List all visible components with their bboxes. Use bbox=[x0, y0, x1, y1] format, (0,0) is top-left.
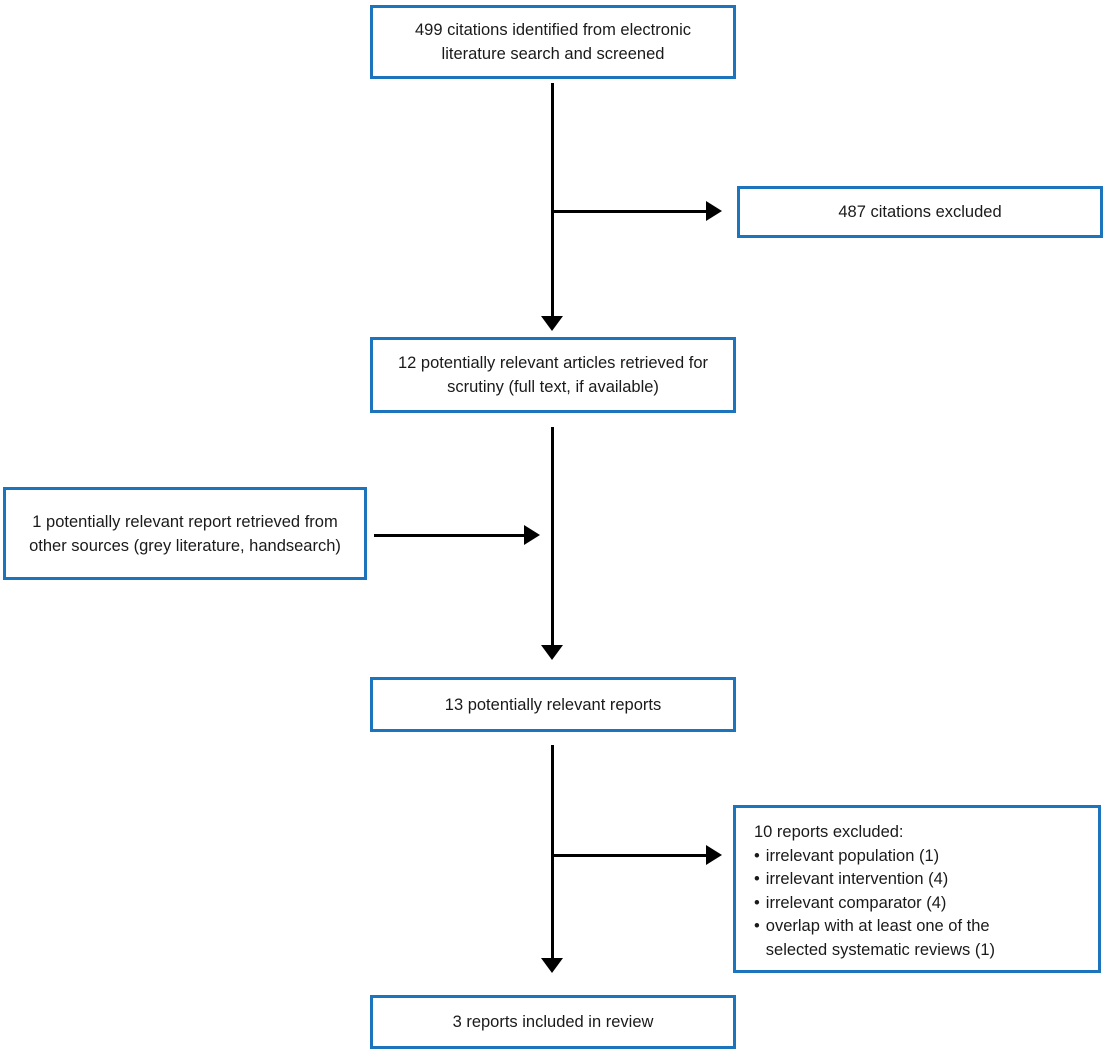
excluded-reason-text: irrelevant intervention (4) bbox=[765, 870, 949, 888]
excluded-reason-text: overlap with at least one of the selecte… bbox=[765, 917, 996, 959]
box-citations-excluded: 487 citations excluded bbox=[737, 186, 1103, 238]
arrow-line-retrieved-to-relevant bbox=[551, 427, 554, 645]
excluded-reason-item: • irrelevant comparator (4) bbox=[754, 892, 1080, 916]
reports-excluded-heading: 10 reports excluded: bbox=[754, 823, 904, 841]
box-reports-included-label: 3 reports included in review bbox=[452, 1013, 654, 1031]
box-articles-retrieved-label: 12 potentially relevant articles retriev… bbox=[398, 354, 708, 396]
box-potentially-relevant-reports-label: 13 potentially relevant reports bbox=[444, 695, 662, 714]
arrow-line-screened-to-retrieved bbox=[551, 83, 554, 316]
box-other-sources-label: 1 potentially relevant report retrieved … bbox=[29, 512, 341, 555]
bullet-icon: • bbox=[754, 846, 760, 865]
arrowhead-right-icon bbox=[706, 845, 722, 865]
box-reports-included: 3 reports included in review bbox=[370, 995, 736, 1049]
box-citations-screened: 499 citations identified from electronic… bbox=[370, 5, 736, 79]
arrow-line-relevant-to-included bbox=[551, 745, 554, 958]
box-citations-screened-label: 499 citations identified from electronic… bbox=[414, 21, 692, 63]
arrowhead-down-icon bbox=[541, 645, 563, 660]
box-potentially-relevant-reports: 13 potentially relevant reports bbox=[370, 677, 736, 732]
excluded-reason-item: • overlap with at least one of the selec… bbox=[754, 915, 1080, 962]
arrow-line-other-sources-to-flow bbox=[374, 534, 524, 537]
bullet-icon: • bbox=[754, 917, 760, 935]
excluded-reason-text: irrelevant comparator (4) bbox=[765, 893, 947, 912]
box-articles-retrieved: 12 potentially relevant articles retriev… bbox=[370, 337, 736, 413]
excluded-reason-item: • irrelevant population (1) bbox=[754, 845, 1080, 869]
box-other-sources: 1 potentially relevant report retrieved … bbox=[3, 487, 367, 580]
box-citations-excluded-label: 487 citations excluded bbox=[838, 203, 1002, 221]
arrowhead-right-icon bbox=[524, 525, 540, 545]
arrow-line-to-citations-excluded bbox=[553, 210, 706, 213]
arrowhead-down-icon bbox=[541, 958, 563, 973]
bullet-icon: • bbox=[754, 893, 760, 912]
arrow-line-to-reports-excluded bbox=[553, 854, 706, 857]
excluded-reason-item: • irrelevant intervention (4) bbox=[754, 868, 1080, 892]
arrowhead-right-icon bbox=[706, 201, 722, 221]
arrowhead-down-icon bbox=[541, 316, 563, 331]
excluded-reason-text: irrelevant population (1) bbox=[765, 846, 940, 865]
box-reports-excluded: 10 reports excluded: • irrelevant popula… bbox=[733, 805, 1101, 973]
bullet-icon: • bbox=[754, 870, 760, 888]
